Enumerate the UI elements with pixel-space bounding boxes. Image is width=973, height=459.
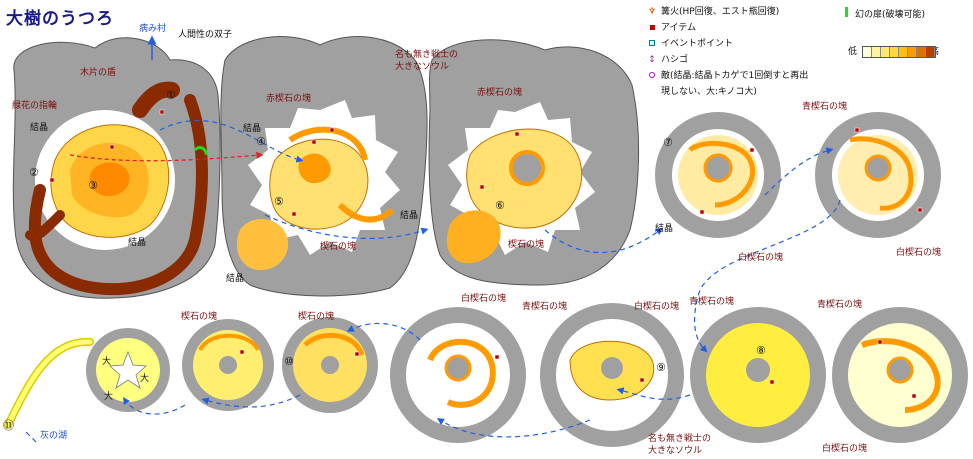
legend-illusory-wall: 幻の扉(破壊可能): [840, 7, 925, 20]
label-twins: 人間性の双子: [178, 30, 233, 40]
label-nameless-soul-2a: 名も無き戦士の: [648, 434, 712, 444]
label-white-titanite-2: 白楔石の塊: [896, 248, 942, 258]
label-red-titanite-2: 赤楔石の塊: [477, 88, 523, 98]
area-11: [690, 307, 826, 443]
label-large-2: 大: [140, 374, 150, 384]
gradient-swatch: [881, 47, 890, 57]
gradient-swatch: [899, 47, 908, 57]
label-wood-shield: 木片の盾: [80, 68, 117, 78]
marker-3: ③: [88, 179, 98, 192]
gradient-swatch: [926, 47, 935, 57]
label-crystal-1: 結晶: [30, 123, 49, 133]
page-title: 大樹のうつろ: [6, 9, 114, 29]
area-3: [428, 39, 640, 286]
label-titanite-chunk-2: 楔石の塊: [508, 240, 545, 250]
label-red-titanite-1: 赤楔石の塊: [266, 94, 312, 104]
item-markers: [49, 109, 923, 399]
marker-1: ①: [166, 89, 176, 102]
label-titanite-chunk-4: 楔石の塊: [298, 312, 335, 322]
area-10: [540, 303, 684, 447]
exit-path: [4, 337, 94, 429]
marker-9: ⑨: [656, 361, 666, 374]
marker-11: ⑪: [3, 419, 14, 432]
label-blue-titanite-2: 青楔石の塊: [689, 297, 735, 307]
gradient-bar: [862, 46, 936, 58]
gradient-swatch: [908, 47, 917, 57]
label-large-1: 大: [102, 357, 112, 367]
label-blue-titanite-4: 青楔石の塊: [522, 302, 568, 312]
area-1: [12, 37, 221, 299]
label-blighttown-link[interactable]: 病み村: [139, 24, 167, 34]
label-white-titanite-3: 白楔石の塊: [461, 294, 507, 304]
label-white-titanite-4: 白楔石の塊: [634, 302, 680, 312]
route-lines: [25, 119, 841, 443]
label-white-titanite-1: 白楔石の塊: [738, 253, 784, 263]
legend-item: アイテム: [646, 20, 696, 33]
event-icon: [646, 39, 658, 49]
label-crystal-4: 結晶: [400, 211, 419, 221]
item-icon: [646, 23, 658, 33]
label-crystal-5: 結晶: [226, 274, 245, 284]
marker-10: ⑩: [284, 355, 294, 368]
gradient-low-label: 低: [848, 47, 858, 57]
label-white-titanite-5: 白楔石の塊: [822, 444, 868, 454]
area-8: [282, 317, 378, 413]
enemy-icon: [646, 71, 658, 81]
marker-5: ⑤: [274, 195, 284, 208]
red-route-line: [69, 151, 264, 162]
label-blue-titanite-3: 青楔石の塊: [817, 300, 863, 310]
label-green-ring: 緑花の指輪: [12, 101, 58, 111]
area-9: [390, 307, 526, 443]
bonfire-icon: ♆: [647, 7, 657, 17]
label-crystal-2: 結晶: [128, 238, 147, 248]
label-blue-titanite-1: 青楔石の塊: [802, 102, 848, 112]
legend: ♆篝火(HP回復、エスト瓶回復) アイテム イベントポイント ↕ハシゴ 敵(結晶…: [646, 4, 966, 100]
area-7: [182, 319, 274, 411]
marker-7: ⑦: [663, 136, 673, 149]
area-6: [86, 328, 170, 412]
marker-8: ⑧: [756, 344, 766, 357]
label-large-3: 大: [104, 392, 114, 402]
legend-ladder: ↕ハシゴ: [646, 52, 688, 65]
label-ash-lake-link[interactable]: 灰の湖: [40, 431, 68, 441]
area-12: [832, 307, 968, 443]
label-titanite-chunk-1: 楔石の塊: [320, 242, 357, 252]
legend-event: イベントポイント: [646, 36, 733, 49]
label-crystal-3: 結晶: [243, 124, 262, 134]
area-4: [655, 112, 781, 238]
gradient-swatch: [872, 47, 881, 57]
marker-4: ④: [256, 135, 266, 148]
area-5: [815, 112, 941, 238]
gradient-swatch: [863, 47, 872, 57]
label-nameless-soul-1a: 名も無き戦士の: [395, 50, 459, 60]
ladder-icon: ↕: [648, 55, 656, 65]
area-2: [220, 36, 428, 297]
gradient-swatch: [917, 47, 926, 57]
label-crystal-6: 結晶: [655, 224, 674, 234]
legend-enemy-cont: 現しない、大:キノコ大): [661, 87, 757, 97]
label-titanite-chunk-3: 楔石の塊: [181, 312, 218, 322]
legend-enemy: 敵(結晶:結晶トカゲで1回倒すと再出: [646, 68, 808, 81]
gradient-swatch: [890, 47, 899, 57]
illusory-wall-icon: [840, 7, 852, 20]
label-nameless-soul-2b: 大きなソウル: [648, 446, 703, 456]
marker-6: ⑥: [495, 199, 505, 212]
marker-2: ②: [29, 166, 39, 179]
label-nameless-soul-1b: 大きなソウル: [395, 62, 450, 72]
legend-bonfire: ♆篝火(HP回復、エスト瓶回復): [647, 7, 780, 17]
